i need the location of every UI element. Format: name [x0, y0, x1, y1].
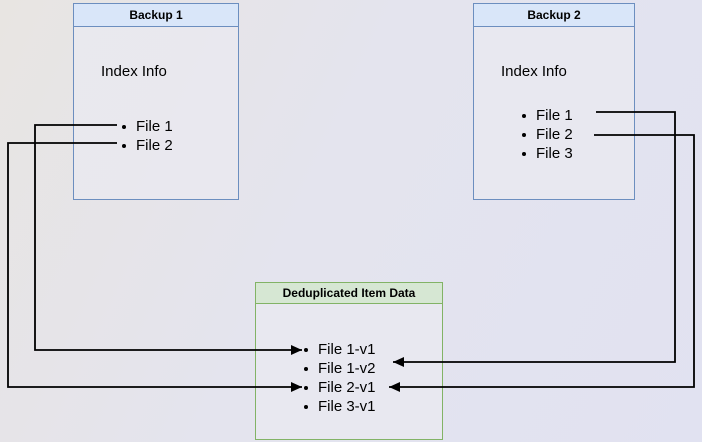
dedup-title: Deduplicated Item Data	[256, 283, 442, 304]
backup2-file-2: File 2	[522, 125, 573, 144]
backup2-file-2-label: File 2	[536, 126, 573, 143]
bullet-icon	[304, 347, 308, 352]
dedup-file-1-v2-label: File 1-v2	[318, 360, 376, 377]
backup1-file-1-label: File 1	[136, 118, 173, 135]
bullet-icon	[522, 113, 526, 118]
backup1-title: Backup 1	[74, 4, 238, 27]
backup2-body: Index Info File 1 File 2 File 3	[474, 27, 634, 199]
bullet-icon	[122, 143, 126, 148]
backup2-index-info-label: Index Info	[501, 63, 567, 80]
backup2-file-3-label: File 3	[536, 145, 573, 162]
bullet-icon	[122, 124, 126, 129]
dedup-file-1-v1-label: File 1-v1	[318, 341, 376, 358]
backup1-index-info-label: Index Info	[101, 63, 167, 80]
dedup-body: File 1-v1 File 1-v2 File 2-v1 File 3-v1	[256, 304, 442, 439]
backup2-file-1-label: File 1	[536, 107, 573, 124]
backup1-file-1: File 1	[122, 117, 173, 136]
backup2-file-1: File 1	[522, 106, 573, 125]
bullet-icon	[304, 404, 308, 409]
backup1-box: Backup 1 Index Info File 1 File 2	[73, 3, 239, 200]
backup2-title: Backup 2	[474, 4, 634, 27]
backup2-box: Backup 2 Index Info File 1 File 2 File 3	[473, 3, 635, 200]
dedup-file-1-v1: File 1-v1	[304, 340, 376, 359]
backup2-file-list: File 1 File 2 File 3	[522, 106, 573, 163]
bullet-icon	[522, 151, 526, 156]
dedup-item-list: File 1-v1 File 1-v2 File 2-v1 File 3-v1	[304, 340, 376, 416]
dedup-file-2-v1-label: File 2-v1	[318, 379, 376, 396]
backup1-body: Index Info File 1 File 2	[74, 27, 238, 199]
bullet-icon	[522, 132, 526, 137]
backup2-file-3: File 3	[522, 144, 573, 163]
backup1-file-list: File 1 File 2	[122, 117, 173, 155]
dedup-file-1-v2: File 1-v2	[304, 359, 376, 378]
dedup-file-2-v1: File 2-v1	[304, 378, 376, 397]
bullet-icon	[304, 385, 308, 390]
backup1-file-2: File 2	[122, 136, 173, 155]
dedup-file-3-v1-label: File 3-v1	[318, 398, 376, 415]
bullet-icon	[304, 366, 308, 371]
dedup-box: Deduplicated Item Data File 1-v1 File 1-…	[255, 282, 443, 440]
dedup-file-3-v1: File 3-v1	[304, 397, 376, 416]
backup1-file-2-label: File 2	[136, 137, 173, 154]
